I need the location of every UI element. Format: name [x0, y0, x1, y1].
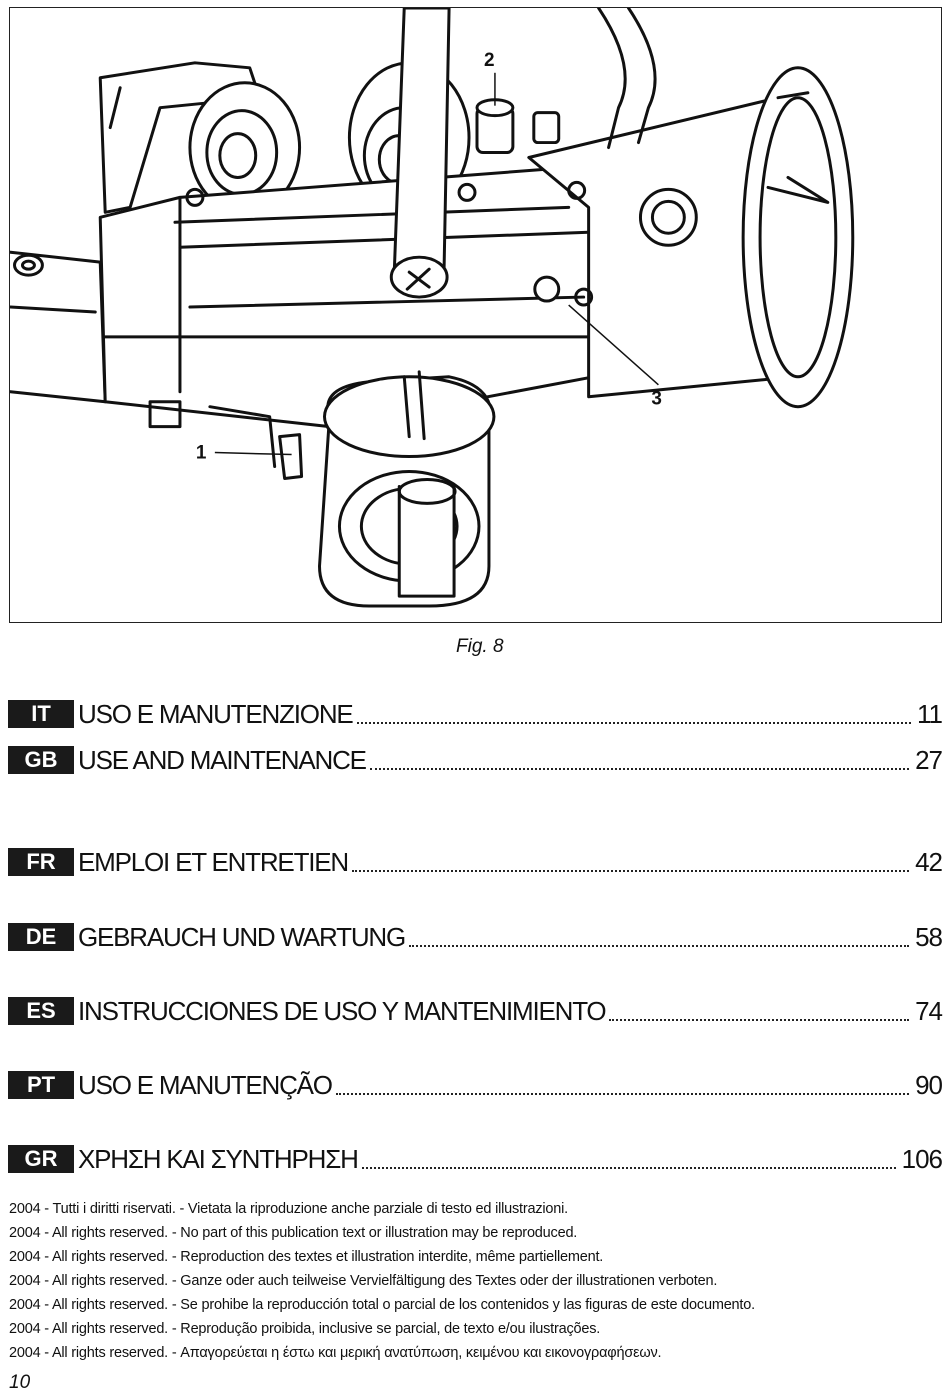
- toc-page-number: 42: [915, 846, 943, 877]
- copyright-notice-gr: 2004 - All rights reserved. - Απαγορεύετ…: [9, 1345, 662, 1361]
- dot-leader: [352, 870, 910, 872]
- toc-entry-de[interactable]: DE GEBRAUCH UND WARTUNG 58: [8, 921, 943, 953]
- lang-badge: DE: [8, 923, 74, 951]
- toc-page-number: 106: [901, 1143, 943, 1174]
- dot-leader: [361, 1167, 896, 1169]
- toc-page-number: 27: [915, 744, 943, 775]
- toc-title: USO E MANUTENZIONE: [78, 698, 354, 729]
- dot-leader: [335, 1093, 910, 1095]
- toc-title: USO E MANUTENÇÃO: [78, 1069, 333, 1100]
- figure-caption: Fig. 8: [456, 636, 504, 657]
- toc-entry-it[interactable]: IT USO E MANUTENZIONE 11: [8, 698, 943, 730]
- callout-2: 2: [484, 50, 495, 71]
- toc-page-number: 74: [915, 995, 943, 1026]
- lang-badge: PT: [8, 1071, 74, 1099]
- toc-title: INSTRUCCIONES DE USO Y MANTENIMIENTO: [78, 995, 607, 1026]
- toc-title: USE AND MAINTENANCE: [78, 744, 367, 775]
- toc-entry-gr[interactable]: GR ΧΡΗΣΗ ΚΑΙ ΣΥΝΤΗΡΗΣΗ 106: [8, 1143, 943, 1175]
- lang-badge: ES: [8, 997, 74, 1025]
- toc-entry-gb[interactable]: GB USE AND MAINTENANCE 27: [8, 744, 943, 776]
- callout-3: 3: [651, 389, 662, 410]
- gearbox-drawing: 1 2 3: [10, 8, 855, 608]
- toc-entry-es[interactable]: ES INSTRUCCIONES DE USO Y MANTENIMIENTO …: [8, 995, 943, 1027]
- copyright-notice-gb: 2004 - All rights reserved. - No part of…: [9, 1225, 578, 1241]
- copyright-notice-fr: 2004 - All rights reserved. - Reproducti…: [9, 1249, 604, 1265]
- toc-title: EMPLOI ET ENTRETIEN: [78, 846, 349, 877]
- lang-badge: IT: [8, 700, 74, 728]
- toc-entry-fr[interactable]: FR EMPLOI ET ENTRETIEN 42: [8, 846, 943, 878]
- callout-1: 1: [196, 443, 207, 464]
- dot-leader: [409, 945, 910, 947]
- copyright-notice-de: 2004 - All rights reserved. - Ganze oder…: [9, 1273, 718, 1289]
- toc-page-number: 11: [917, 698, 943, 729]
- copyright-notice-pt: 2004 - All rights reserved. - Reprodução…: [9, 1321, 601, 1337]
- lang-badge: GB: [8, 746, 74, 774]
- toc-page-number: 58: [915, 921, 943, 952]
- dot-leader: [369, 768, 910, 770]
- page-number: 10: [9, 1372, 31, 1393]
- lang-badge: FR: [8, 848, 74, 876]
- toc-page-number: 90: [915, 1069, 943, 1100]
- toc-title: ΧΡΗΣΗ ΚΑΙ ΣΥΝΤΗΡΗΣΗ: [78, 1143, 359, 1174]
- dot-leader: [609, 1019, 910, 1021]
- dot-leader: [356, 722, 911, 724]
- lang-badge: GR: [8, 1145, 74, 1173]
- toc-title: GEBRAUCH UND WARTUNG: [78, 921, 406, 952]
- copyright-notice-es: 2004 - All rights reserved. - Se prohibe…: [9, 1297, 755, 1313]
- toc-entry-pt[interactable]: PT USO E MANUTENÇÃO 90: [8, 1069, 943, 1101]
- figure-illustration: 1 2 3: [9, 7, 942, 623]
- copyright-notice-it: 2004 - Tutti i diritti riservati. - Viet…: [9, 1201, 569, 1217]
